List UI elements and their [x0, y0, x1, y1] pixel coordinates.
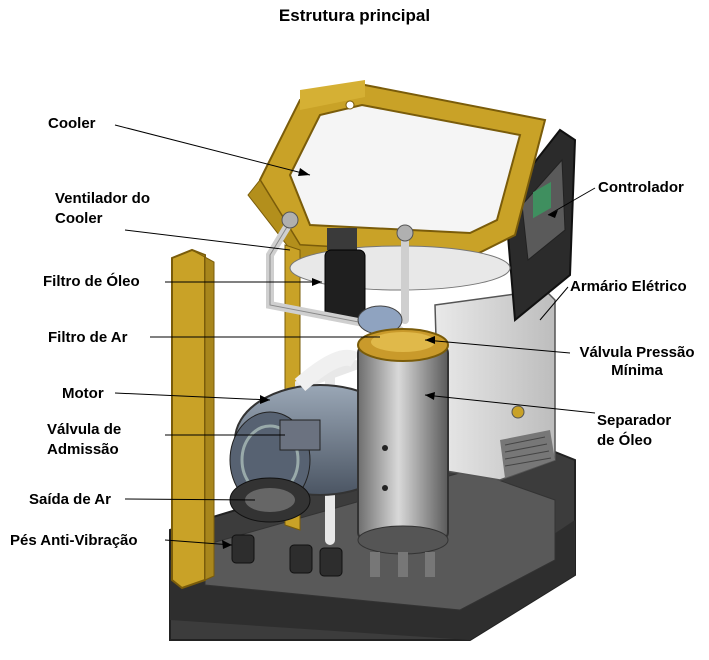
- label-motor: Motor: [62, 385, 104, 402]
- label-oil-separator-line2: de Óleo: [597, 432, 653, 449]
- label-min-pressure-valve-line2: Mínima: [611, 362, 663, 379]
- label-intake-valve-line2: Admissão: [47, 441, 119, 458]
- oil-separator-tank: [357, 328, 449, 577]
- anti-vibration-feet: [231, 534, 343, 577]
- label-oil-separator-line1: Separador: [597, 412, 672, 429]
- label-cooler: Cooler: [48, 115, 96, 132]
- label-fan-line2: Cooler: [55, 210, 103, 227]
- controller-panel: [503, 128, 577, 322]
- label-intake-valve-line1: Válvula de: [47, 421, 122, 438]
- oil-filter: [324, 228, 366, 321]
- fan-housing: [289, 245, 511, 291]
- label-controller: Controlador: [598, 179, 684, 196]
- leader-arrowheads: [222, 168, 558, 549]
- air-outlet: [229, 477, 311, 523]
- label-electric-cabinet: Armário Elétrico: [570, 278, 687, 295]
- label-air-outlet: Saída de Ar: [29, 491, 111, 508]
- electric-cabinet: [434, 289, 556, 481]
- diagram-title: Estrutura principal: [278, 6, 431, 25]
- label-anti-vibration-feet: Pés Anti-Vibração: [10, 532, 138, 549]
- label-fan-line1: Ventilador do: [55, 190, 151, 207]
- left-frame-post: [171, 248, 215, 590]
- label-oil-filter: Filtro de Óleo: [43, 273, 140, 290]
- label-air-filter: Filtro de Ar: [48, 329, 128, 346]
- label-min-pressure-valve-line1: Válvula Pressão: [579, 344, 695, 361]
- leader-lines: [114, 124, 596, 546]
